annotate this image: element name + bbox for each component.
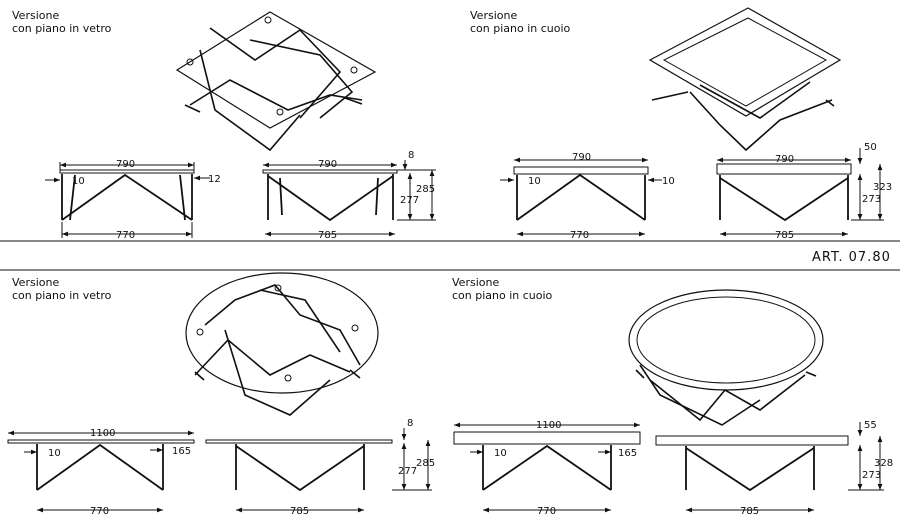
dim-base-width: 770 bbox=[116, 230, 135, 241]
dim-height-inner: 273 bbox=[862, 194, 881, 205]
side-view-square-glass: 790 785 8 277 285 bbox=[262, 150, 436, 241]
caption-line-1: Versione bbox=[12, 276, 60, 289]
dim-base-width: 785 bbox=[740, 506, 759, 517]
dim-height-total: 328 bbox=[874, 458, 893, 469]
dim-top-diameter: 1100 bbox=[536, 420, 561, 431]
variant-caption-square-glass: Versione con piano in vetro bbox=[12, 9, 111, 35]
dim-height-inner: 277 bbox=[398, 466, 417, 477]
dim-top-width: 790 bbox=[318, 159, 337, 170]
side-view-round-glass: 785 8 277 285 bbox=[205, 418, 435, 517]
dim-base-width: 770 bbox=[570, 230, 589, 241]
caption-line-1: Versione bbox=[470, 9, 518, 22]
front-view-round-glass: 1100 770 10 165 bbox=[7, 428, 195, 517]
dim-height-inner: 273 bbox=[862, 470, 881, 481]
dim-top-thickness: 55 bbox=[864, 420, 877, 431]
dim-right-overhang: 12 bbox=[208, 174, 221, 185]
front-view-round-leather: 1100 770 10 165 bbox=[453, 420, 641, 517]
dim-left-overhang: 10 bbox=[528, 176, 541, 187]
dim-top-thickness: 8 bbox=[407, 418, 413, 429]
caption-line-2: con piano in cuoio bbox=[452, 289, 553, 302]
side-view-round-leather: 785 55 273 328 bbox=[655, 420, 893, 517]
dim-top-width: 790 bbox=[775, 154, 794, 165]
dim-height-total: 285 bbox=[416, 458, 435, 469]
iso-view-square-leather bbox=[648, 7, 842, 152]
caption-line-2: con piano in vetro bbox=[12, 289, 112, 302]
front-view-square-glass: 790 770 10 12 bbox=[45, 159, 221, 241]
dim-right-overhang: 165 bbox=[172, 446, 191, 457]
caption-line-2: con piano in vetro bbox=[12, 22, 112, 35]
dim-base-width: 785 bbox=[775, 230, 794, 241]
dim-top-diameter: 1100 bbox=[90, 428, 115, 439]
article-code: ART. 07.80 bbox=[812, 250, 891, 265]
dim-base-width: 770 bbox=[537, 506, 556, 517]
caption-line-1: Versione bbox=[452, 276, 500, 289]
dim-left-overhang: 10 bbox=[48, 448, 61, 459]
iso-view-round-glass bbox=[185, 272, 379, 416]
iso-view-square-glass bbox=[175, 11, 377, 152]
dim-height-total: 285 bbox=[416, 184, 435, 195]
dim-top-width: 790 bbox=[116, 159, 135, 170]
side-view-square-leather: 790 785 50 273 323 bbox=[716, 142, 892, 241]
dim-top-thickness: 8 bbox=[408, 150, 414, 161]
dim-top-thickness: 50 bbox=[864, 142, 877, 153]
front-view-square-leather: 790 770 10 10 bbox=[500, 152, 675, 241]
dim-top-width: 790 bbox=[572, 152, 591, 163]
dim-base-width: 785 bbox=[318, 230, 337, 241]
dim-base-width: 785 bbox=[290, 506, 309, 517]
dim-left-overhang: 10 bbox=[72, 176, 85, 187]
dim-left-overhang: 10 bbox=[494, 448, 507, 459]
caption-line-1: Versione bbox=[12, 9, 60, 22]
variant-caption-round-glass: Versione con piano in vetro bbox=[12, 276, 111, 302]
dim-right-overhang: 10 bbox=[662, 176, 675, 187]
dim-right-overhang: 165 bbox=[618, 448, 637, 459]
dim-height-inner: 277 bbox=[400, 195, 419, 206]
variant-caption-round-leather: Versione con piano in cuoio bbox=[452, 276, 552, 302]
variant-caption-square-leather: Versione con piano in cuoio bbox=[470, 9, 570, 35]
dim-height-total: 323 bbox=[873, 182, 892, 193]
dim-base-width: 770 bbox=[90, 506, 109, 517]
iso-view-round-leather bbox=[628, 289, 824, 426]
caption-line-2: con piano in cuoio bbox=[470, 22, 571, 35]
